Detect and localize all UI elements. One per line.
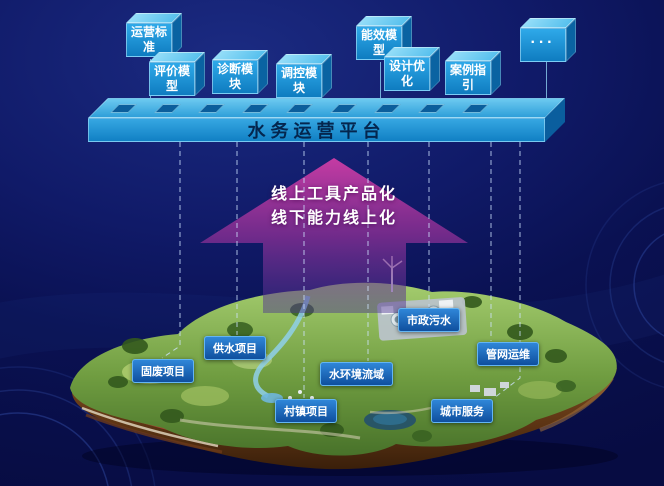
cube-side-face bbox=[566, 18, 576, 62]
label-city-service[interactable]: 城市服务 bbox=[431, 399, 493, 423]
module-label: ··· bbox=[520, 28, 566, 62]
forest-patch bbox=[545, 349, 567, 363]
module-label: 评价模型 bbox=[149, 62, 195, 96]
platform-title: 水务运营平台 bbox=[88, 118, 545, 142]
field-patch bbox=[181, 386, 229, 406]
contour-arc bbox=[609, 207, 664, 363]
road bbox=[179, 418, 361, 440]
arrow-text-line2: 线下能力线上化 bbox=[270, 210, 397, 227]
arrow-shape bbox=[200, 158, 468, 313]
cube-side-face bbox=[430, 47, 440, 91]
label-solid-waste[interactable]: 固废项目 bbox=[132, 359, 194, 383]
module-diagnosis[interactable]: 诊断模块 bbox=[212, 50, 268, 94]
module-evaluation-model[interactable]: 评价模型 bbox=[149, 52, 205, 96]
building bbox=[484, 388, 496, 396]
platform-socket bbox=[198, 103, 226, 113]
cube-side-face bbox=[491, 51, 501, 95]
label-pipe-network[interactable]: 管网运维 bbox=[477, 342, 539, 366]
module-design-optimization[interactable]: 设计优化 bbox=[384, 47, 440, 91]
cube-side-face bbox=[322, 54, 332, 98]
strata-dark bbox=[85, 413, 223, 454]
module-label: 诊断模块 bbox=[212, 60, 258, 94]
label-water-env-basin[interactable]: 水环境流域 bbox=[320, 362, 393, 386]
module-case-guide[interactable]: 案例指引 bbox=[445, 51, 501, 95]
cube-side-face bbox=[172, 13, 182, 57]
lake-inner bbox=[373, 413, 407, 425]
support-strut bbox=[546, 60, 547, 100]
module-regulation[interactable]: 调控模块 bbox=[276, 54, 332, 98]
forest-patch bbox=[227, 322, 253, 338]
connector-city-service bbox=[493, 142, 521, 399]
platform-top-face bbox=[88, 98, 565, 118]
module-label: 案例指引 bbox=[445, 61, 491, 95]
support-strut bbox=[380, 62, 381, 100]
module-operation-standards[interactable]: 运营标准 bbox=[126, 13, 182, 57]
contour-arc bbox=[633, 233, 664, 337]
forest-patch bbox=[108, 376, 128, 388]
label-municipal-sewage[interactable]: 市政污水 bbox=[398, 308, 460, 332]
forest-patch bbox=[556, 380, 576, 392]
module-label: 运营标准 bbox=[126, 23, 172, 57]
label-village-project[interactable]: 村镇项目 bbox=[275, 399, 337, 423]
cube-side-face bbox=[195, 52, 205, 96]
module-more[interactable]: ··· bbox=[520, 18, 576, 62]
platform-socket bbox=[110, 103, 138, 113]
plant-building bbox=[438, 299, 454, 309]
platform-socket bbox=[330, 103, 358, 113]
module-label: 调控模块 bbox=[276, 64, 322, 98]
cube-side-face bbox=[258, 50, 268, 94]
forest-patch bbox=[160, 409, 184, 423]
platform-socket bbox=[242, 103, 270, 113]
contour-arc bbox=[0, 412, 109, 486]
building bbox=[500, 382, 509, 388]
forest-patch bbox=[122, 338, 148, 354]
contour-arc bbox=[0, 389, 133, 486]
river bbox=[253, 295, 311, 399]
arrow-text-line1: 线上工具产品化 bbox=[270, 186, 397, 203]
label-water-supply[interactable]: 供水项目 bbox=[204, 336, 266, 360]
module-label: 设计优化 bbox=[384, 57, 430, 91]
village-house bbox=[298, 390, 302, 394]
strata-light bbox=[81, 406, 219, 448]
platform-socket bbox=[418, 103, 446, 113]
platform-socket bbox=[462, 103, 490, 113]
platform-socket bbox=[286, 103, 314, 113]
forest-patch bbox=[412, 430, 432, 442]
building bbox=[470, 385, 480, 392]
forest-patch bbox=[462, 296, 482, 308]
platform-socket bbox=[374, 103, 402, 113]
contour-arc bbox=[585, 181, 664, 389]
connector-solid-waste bbox=[161, 142, 181, 359]
platform-socket bbox=[154, 103, 182, 113]
contour-arc bbox=[0, 366, 156, 486]
field-patch bbox=[518, 381, 562, 399]
